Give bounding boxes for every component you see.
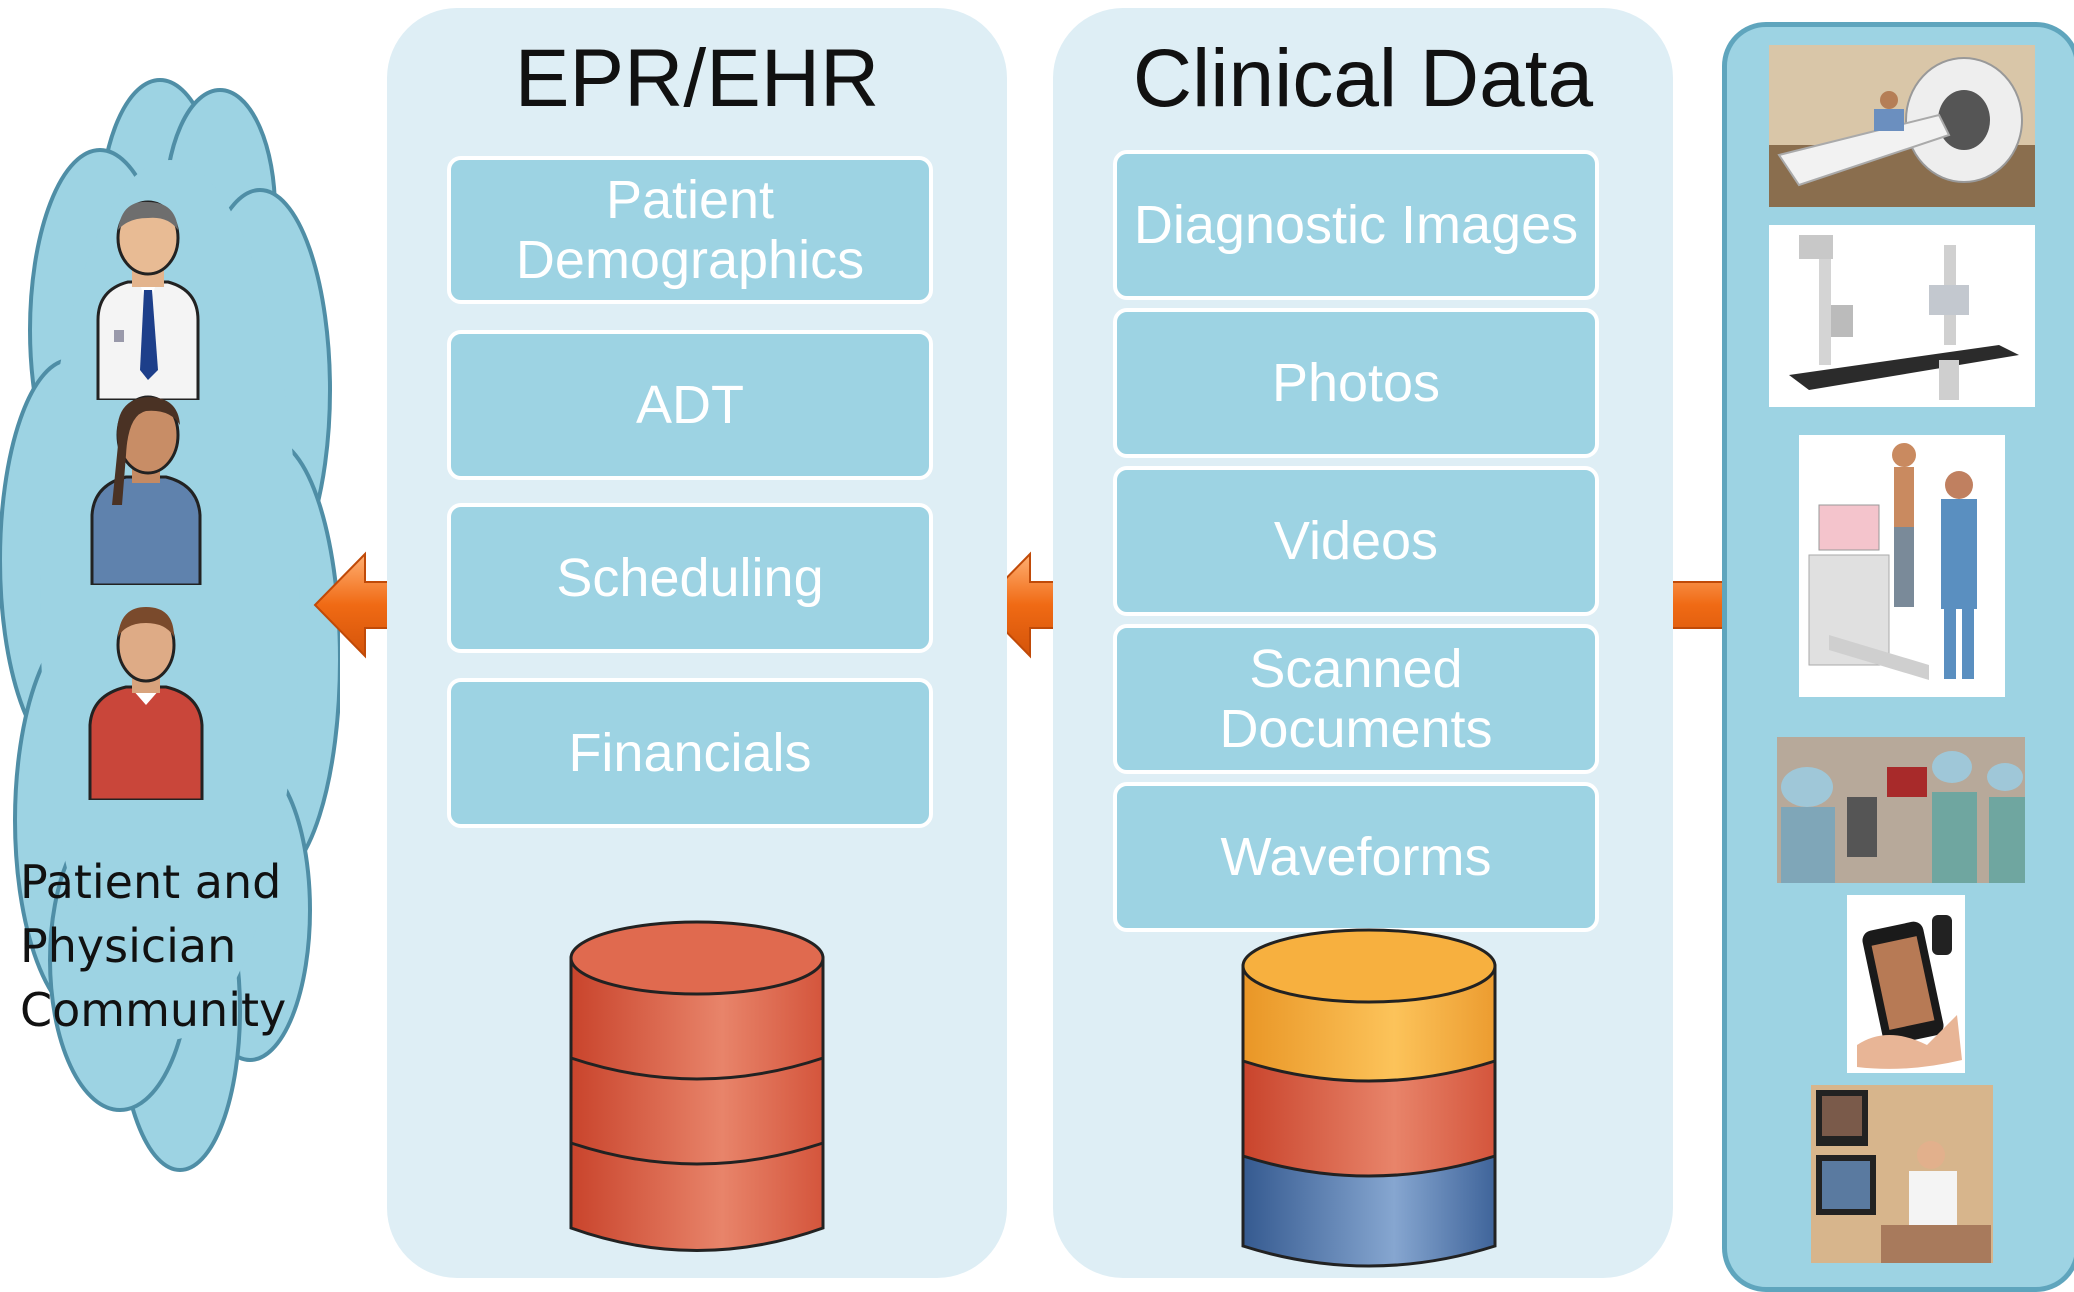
community-label: Patient and Physician Community: [20, 855, 287, 1037]
epr-title: EPR/EHR: [514, 33, 880, 124]
endoscopy-team-image: [1777, 737, 2025, 883]
clinical-item-waveforms: Waveforms: [1113, 782, 1599, 932]
clinical-panel: Clinical Data Diagnostic Images Photos V…: [1053, 8, 1673, 1278]
clinical-title: Clinical Data: [1132, 33, 1594, 124]
ecg-treadmill-image: [1799, 435, 2005, 697]
patient-woman-icon: [90, 395, 202, 585]
clinical-item-photos: Photos: [1113, 308, 1599, 458]
smartphone-dermatoscope-image: [1847, 895, 1965, 1073]
epr-item-financials: Financials: [447, 678, 933, 828]
epr-item-scheduling: Scheduling: [447, 503, 933, 653]
physician-icon: [96, 200, 200, 400]
patient-man-icon: [88, 607, 204, 800]
x-ray-machine-image: [1769, 225, 2035, 407]
devices-panel: [1722, 22, 2074, 1292]
community-cloud: [0, 78, 340, 1172]
telemedicine-station-image: [1811, 1085, 1993, 1263]
epr-database-icon: [569, 920, 825, 1252]
epr-item-patient-demographics: Patient Demographics: [447, 156, 933, 304]
clinical-item-diagnostic-images: Diagnostic Images: [1113, 150, 1599, 300]
epr-item-adt: ADT: [447, 330, 933, 480]
ct-scanner-image: [1769, 45, 2035, 207]
clinical-item-videos: Videos: [1113, 466, 1599, 616]
clinical-item-scanned-documents: Scanned Documents: [1113, 624, 1599, 774]
clinical-database-icon: [1241, 928, 1497, 1268]
epr-panel: EPR/EHR Patient Demographics ADT Schedul…: [387, 8, 1007, 1278]
